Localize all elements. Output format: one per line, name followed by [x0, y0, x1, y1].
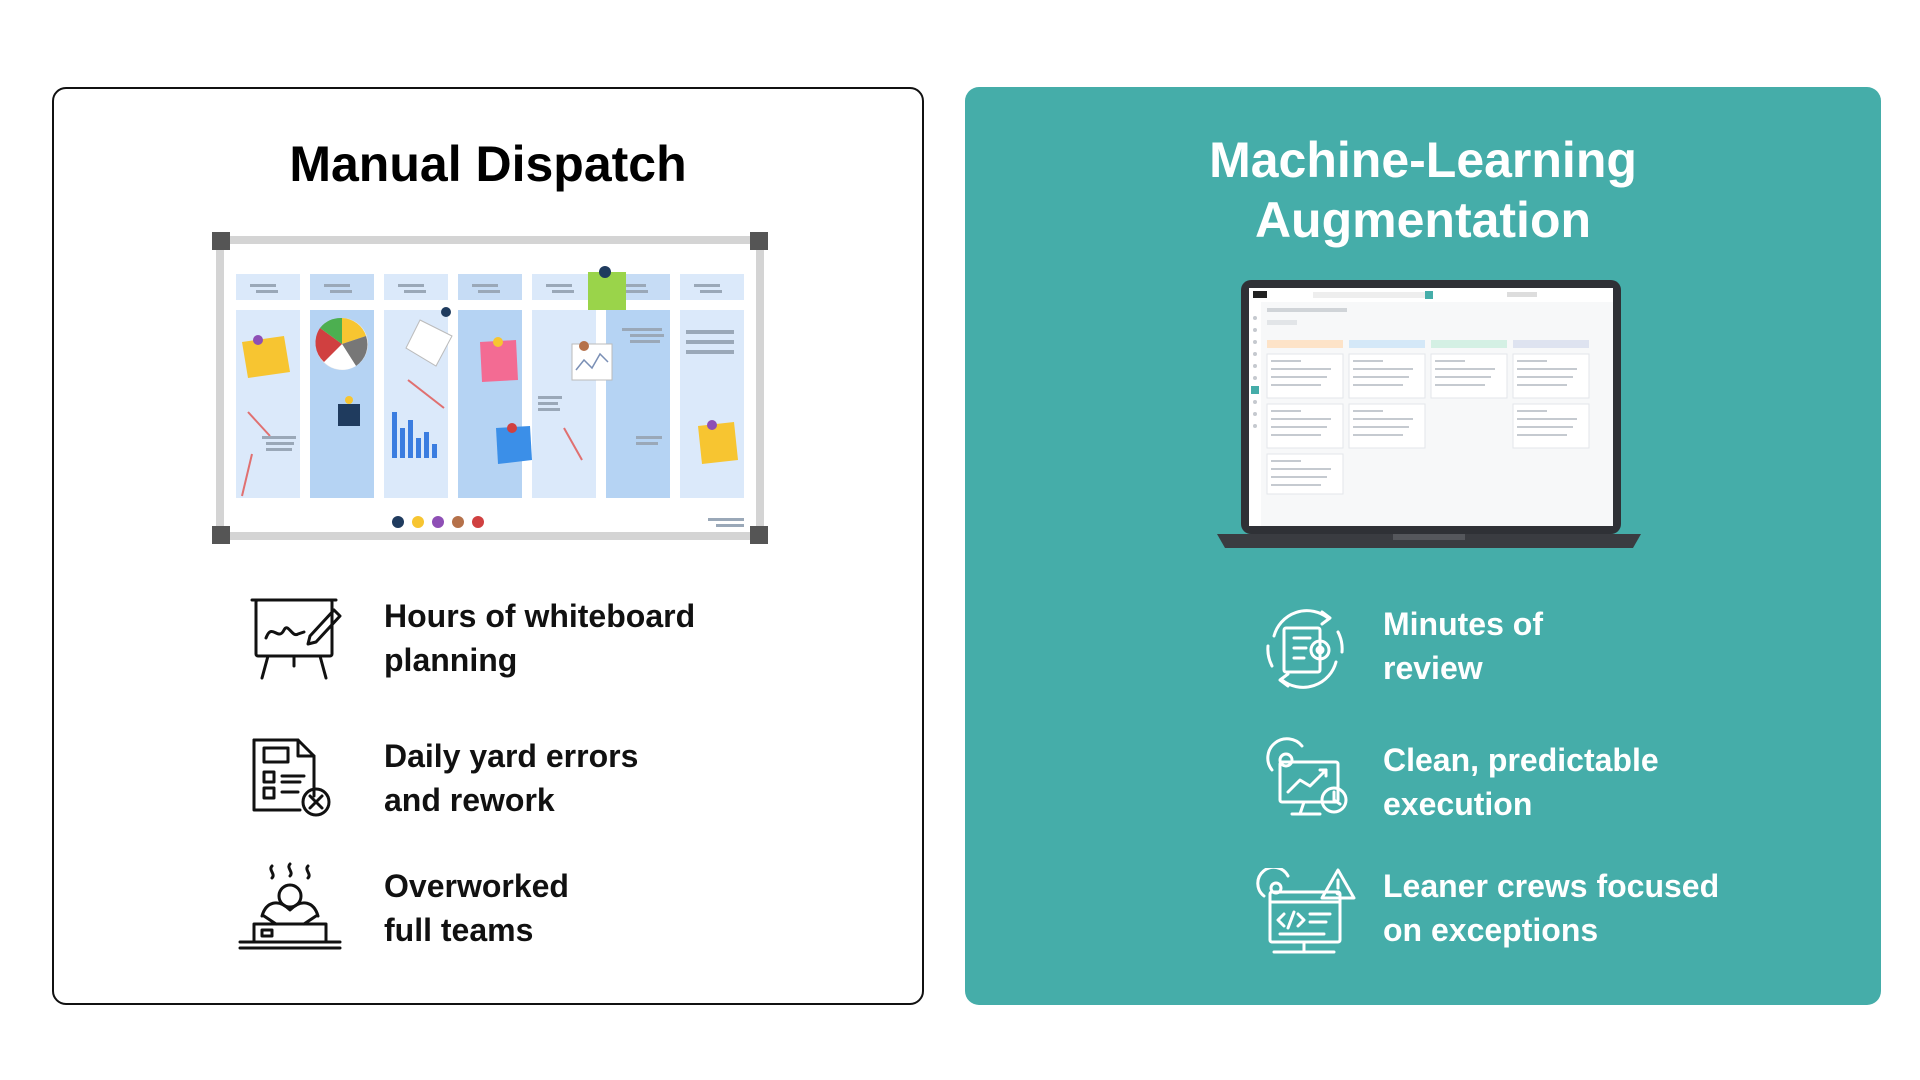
code-alert-icon — [1256, 868, 1356, 954]
ml-augmentation-title: Machine-Learning Augmentation — [1209, 132, 1637, 248]
laptop-dashboard-illustration — [1217, 280, 1641, 548]
whiteboard-illustration — [212, 232, 768, 544]
monitor-analytics-icon — [1266, 737, 1348, 816]
feature-predictable-execution: Clean, predictable execution — [1383, 742, 1659, 822]
stressed-worker-icon — [238, 862, 342, 950]
manual-dispatch-title: Manual Dispatch — [289, 136, 687, 192]
feature-yard-errors: Daily yard errors and rework — [384, 738, 639, 818]
whiteboard-presentation-icon — [250, 598, 342, 680]
error-document-icon — [252, 738, 331, 817]
review-cycle-icon — [1266, 609, 1344, 689]
feature-overworked-teams: Overworked full teams — [384, 868, 569, 948]
feature-leaner-crews: Leaner crews focused on exceptions — [1383, 868, 1720, 948]
feature-minutes-review: Minutes of review — [1383, 606, 1543, 686]
feature-whiteboard-planning: Hours of whiteboard planning — [384, 598, 696, 678]
